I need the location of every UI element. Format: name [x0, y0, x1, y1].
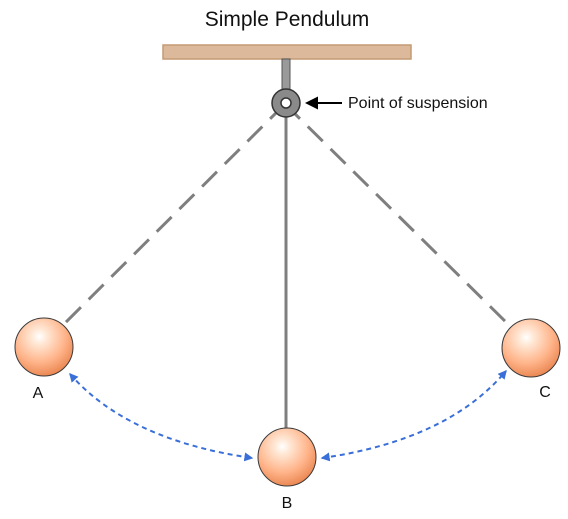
- bob-b: [257, 427, 317, 487]
- pivot-icon: [271, 88, 301, 118]
- pivot-hanger: [281, 58, 291, 90]
- bob-label-a: A: [33, 385, 44, 402]
- swing-arrow-right: [320, 369, 507, 462]
- bob-c: [501, 318, 561, 378]
- dashed-string-left: [61, 102, 287, 327]
- bob-label-b: B: [282, 495, 293, 512]
- swing-arrow-left: [69, 372, 254, 462]
- bob-a: [14, 317, 74, 377]
- suspension-label: Point of suspension: [348, 95, 488, 112]
- arrow-left-icon: [305, 96, 342, 110]
- bob-label-c: C: [539, 384, 551, 401]
- diagram-title: Simple Pendulum: [205, 8, 370, 31]
- ceiling-support: [162, 44, 412, 60]
- dashed-string-right: [283, 102, 512, 328]
